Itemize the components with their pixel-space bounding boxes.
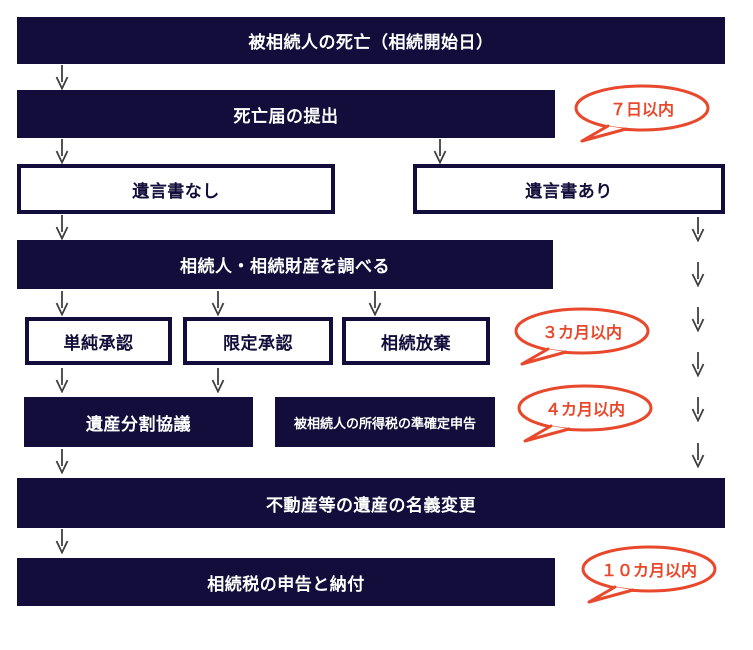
node-name-change: 不動産等の遺産の名義変更 — [17, 478, 725, 528]
deadline-bubble-4-months: ４カ月以内 — [509, 382, 657, 446]
down-arrow-icon — [367, 291, 383, 317]
speech-bubble-icon — [574, 84, 710, 143]
deadline-3-months-label: ３カ月以内 — [541, 325, 622, 342]
deadline-bubble-3-months: ３カ月以内 — [506, 305, 654, 369]
node-renunciation-label: 相続放棄 — [381, 333, 451, 353]
node-death-report: 死亡届の提出 — [17, 90, 555, 138]
node-no-will: 遺言書なし — [17, 164, 335, 214]
node-will: 遺言書あり — [413, 164, 725, 214]
node-estate-division: 遺産分割協議 — [24, 397, 253, 447]
node-inheritance-tax-filing: 相続税の申告と納付 — [17, 558, 555, 606]
node-name-change-label: 不動産等の遺産の名義変更 — [266, 495, 476, 515]
node-quasi-final-tax-return-label: 被相続人の所得税の準確定申告 — [293, 415, 476, 431]
down-arrow-icon — [54, 139, 70, 165]
down-arrow-icon — [54, 449, 70, 475]
deadline-bubble-10-months: １０カ月以内 — [573, 543, 721, 607]
node-will-label: 遺言書あり — [525, 181, 613, 201]
speech-bubble-icon — [517, 384, 653, 443]
node-investigate-heirs-label: 相続人・相続財産を調べる — [180, 257, 390, 276]
deadline-7-days-label: ７日以内 — [609, 102, 674, 119]
down-arrow-icon — [432, 139, 448, 165]
node-death-report-label: 死亡届の提出 — [233, 106, 339, 126]
node-quasi-final-tax-return: 被相続人の所得税の準確定申告 — [275, 397, 495, 447]
down-arrow-icon — [690, 352, 706, 378]
down-arrow-icon — [54, 215, 70, 241]
down-arrow-icon — [54, 368, 70, 394]
down-arrow-icon — [690, 262, 706, 288]
down-arrow-icon — [54, 291, 70, 317]
node-simple-acceptance-label: 単純承認 — [63, 333, 134, 353]
node-limited-acceptance: 限定承認 — [183, 317, 333, 365]
down-arrow-icon — [210, 291, 226, 317]
down-arrow-icon — [54, 529, 70, 555]
node-simple-acceptance: 単純承認 — [25, 317, 172, 365]
node-inheritance-tax-filing-label: 相続税の申告と納付 — [207, 574, 365, 594]
down-arrow-icon — [690, 307, 706, 333]
deadline-10-months-label: １０カ月以内 — [600, 563, 697, 580]
node-death: 被相続人の死亡（相続開始日） — [17, 17, 725, 64]
node-no-will-label: 遺言書なし — [132, 181, 220, 201]
node-estate-division-label: 遺産分割協議 — [86, 414, 191, 434]
down-arrow-icon — [690, 217, 706, 243]
node-limited-acceptance-label: 限定承認 — [223, 333, 293, 353]
node-death-label: 被相続人の死亡（相続開始日） — [248, 33, 494, 52]
down-arrow-icon — [690, 443, 706, 469]
deadline-4-months-label: ４カ月以内 — [544, 402, 625, 419]
down-arrow-icon — [210, 368, 226, 394]
down-arrow-icon — [690, 397, 706, 423]
speech-bubble-icon — [514, 307, 650, 366]
node-renunciation: 相続放棄 — [342, 317, 490, 365]
deadline-bubble-7-days: ７日以内 — [566, 82, 714, 146]
node-investigate-heirs: 相続人・相続財産を調べる — [17, 240, 553, 289]
speech-bubble-icon — [581, 545, 717, 604]
down-arrow-icon — [54, 65, 70, 91]
